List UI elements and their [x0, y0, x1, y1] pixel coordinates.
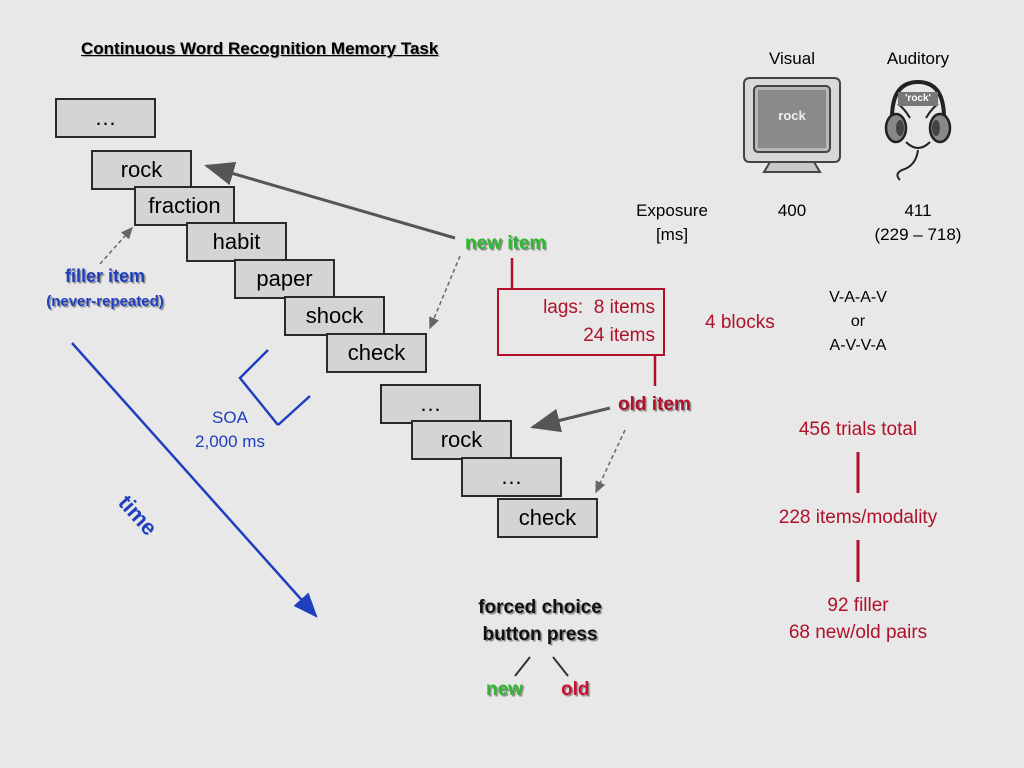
filler-item-label: filler item — [64, 266, 146, 286]
block-order-line-3: A-V-V-A — [829, 337, 887, 354]
lags-line-2: 24 items — [583, 325, 655, 346]
lags-box: lags: 8 items 24 items — [497, 288, 665, 356]
stimulus-box: rock — [411, 420, 512, 460]
block-order-line-2: or — [850, 313, 866, 330]
old-item-dashed-arrow — [595, 429, 626, 494]
soa-label: SOA — [212, 408, 248, 427]
stimulus-box: check — [326, 333, 427, 373]
trials-total: 456 trials total — [798, 419, 918, 440]
exposure-unit: [ms] — [655, 225, 689, 244]
old-item-arrow — [530, 406, 611, 433]
screen-word: rock — [778, 108, 806, 123]
stimulus-box: … — [461, 457, 562, 497]
stimulus-box: paper — [234, 259, 335, 299]
response-branch-old — [552, 656, 569, 677]
new-item-label: new item — [465, 233, 547, 254]
exposure-label: Exposure — [636, 201, 708, 220]
stimulus-box: … — [55, 98, 156, 138]
page-title: Continuous Word Recognition Memory Task — [81, 39, 439, 58]
stimulus-box: shock — [284, 296, 385, 336]
headphones-icon: 'rock' — [880, 74, 956, 184]
response-new: new — [486, 679, 523, 700]
block-order-line-1: V-A-A-V — [829, 289, 887, 306]
exposure-auditory-value: 411 — [904, 201, 932, 220]
response-old: old — [561, 679, 590, 700]
stimulus-box: … — [380, 384, 481, 424]
stimulus-box: rock — [91, 150, 192, 190]
stimulus-box: fraction — [134, 186, 235, 226]
soa-bracket-top — [238, 349, 279, 426]
filler-dashed-arrow — [99, 226, 133, 265]
auditory-label: Auditory — [886, 49, 950, 68]
items-per-modality: 228 items/modality — [778, 507, 938, 528]
lags-line-1: lags: 8 items — [543, 297, 655, 318]
monitor-icon: rock — [740, 76, 844, 176]
exposure-auditory-range: (229 – 718) — [874, 225, 962, 244]
time-arrow — [71, 342, 318, 618]
blocks-label: 4 blocks — [705, 312, 775, 333]
new-item-arrow — [204, 162, 456, 240]
headphone-word: 'rock' — [898, 92, 938, 106]
soa-value: 2,000 ms — [195, 432, 265, 451]
filler-count: 92 filler — [827, 595, 889, 616]
pairs-count: 68 new/old pairs — [788, 622, 928, 643]
response-branch-new — [514, 656, 531, 677]
old-item-label: old item — [618, 394, 691, 415]
filler-item-sublabel: (never-repeated) — [46, 293, 164, 310]
visual-label: Visual — [769, 49, 815, 68]
stimulus-box: check — [497, 498, 598, 538]
soa-bracket-bottom — [277, 395, 311, 426]
new-item-dashed-arrow — [429, 255, 461, 330]
response-line-2: button press — [482, 624, 598, 645]
exposure-visual-value: 400 — [777, 201, 807, 220]
stimulus-box: habit — [186, 222, 287, 262]
response-line-1: forced choice — [478, 597, 602, 618]
